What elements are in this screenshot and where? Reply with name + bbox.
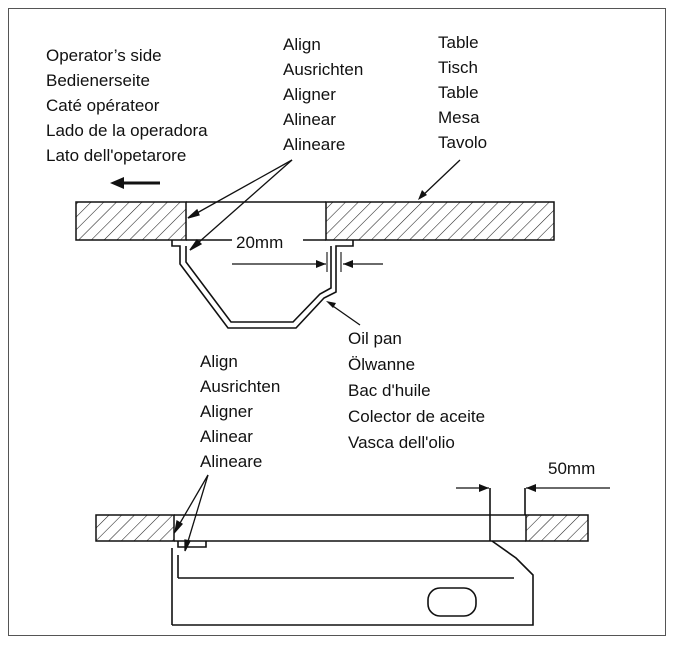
align-top-label-de: Ausrichten (283, 60, 363, 79)
operator-side-label-es: Lado de la operadora (46, 121, 208, 140)
table-label-en: Table (438, 33, 479, 52)
top-table (75, 201, 555, 241)
dimension-20mm-label: 20mm (236, 233, 283, 252)
align-top-label-es: Alinear (283, 110, 336, 129)
table-label-fr: Table (438, 83, 479, 102)
oil-pan-leader (326, 301, 361, 326)
operator-side-label-en: Operator’s side (46, 46, 162, 65)
operator-side-arrow (110, 177, 160, 189)
align-top-label-it: Alineare (283, 135, 345, 154)
operator-side-label-it: Lato dell'opetarore (46, 146, 186, 165)
bottom-table-right-section (525, 514, 589, 542)
dimension-50mm-label: 50mm (548, 459, 595, 478)
bottom-table (95, 514, 589, 542)
align-bottom-label-es: Alinear (200, 427, 253, 446)
align-top-label-fr: Aligner (283, 85, 336, 104)
align-bottom-label-en: Align (200, 352, 238, 371)
align-bottom-labels: Align Ausrichten Aligner Alinear Alinear… (200, 352, 280, 471)
bottom-table-left-section (95, 514, 175, 542)
top-table-left-section (75, 201, 187, 241)
align-top-leaders (187, 159, 293, 251)
oil-pan-label-es: Colector de aceite (348, 407, 485, 426)
top-table-right-section (325, 201, 555, 241)
oil-pan-label-en: Oil pan (348, 329, 402, 348)
table-labels: Table Tisch Table Mesa Tavolo (438, 33, 487, 152)
align-bottom-label-de: Ausrichten (200, 377, 280, 396)
align-bottom-label-it: Alineare (200, 452, 262, 471)
table-label-de: Tisch (438, 58, 478, 77)
align-bottom-label-fr: Aligner (200, 402, 253, 421)
table-label-es: Mesa (438, 108, 480, 127)
oil-pan-label-it: Vasca dell'olio (348, 433, 455, 452)
dimension-20mm: 20mm (232, 233, 383, 272)
table-label-it: Tavolo (438, 133, 487, 152)
table-leader (418, 159, 461, 200)
oil-pan (171, 240, 354, 329)
align-top-labels: Align Ausrichten Aligner Alinear Alinear… (283, 35, 363, 154)
oil-pan-drain-window (427, 587, 477, 617)
align-bottom-leaders (173, 474, 209, 552)
operator-side-label-de: Bedienerseite (46, 71, 150, 90)
oil-pan-label-fr: Bac d'huile (348, 381, 431, 400)
oil-pan-labels: Oil pan Ölwanne Bac d'huile Colector de … (348, 329, 485, 452)
align-top-label-en: Align (283, 35, 321, 54)
operator-side-labels: Operator’s side Bedienerseite Caté opéra… (46, 46, 208, 165)
oil-pan-side-view (171, 488, 534, 626)
oil-pan-label-de: Ölwanne (348, 355, 415, 374)
dimension-50mm: 50mm (456, 459, 610, 492)
operator-side-label-fr: Caté opérateor (46, 96, 160, 115)
